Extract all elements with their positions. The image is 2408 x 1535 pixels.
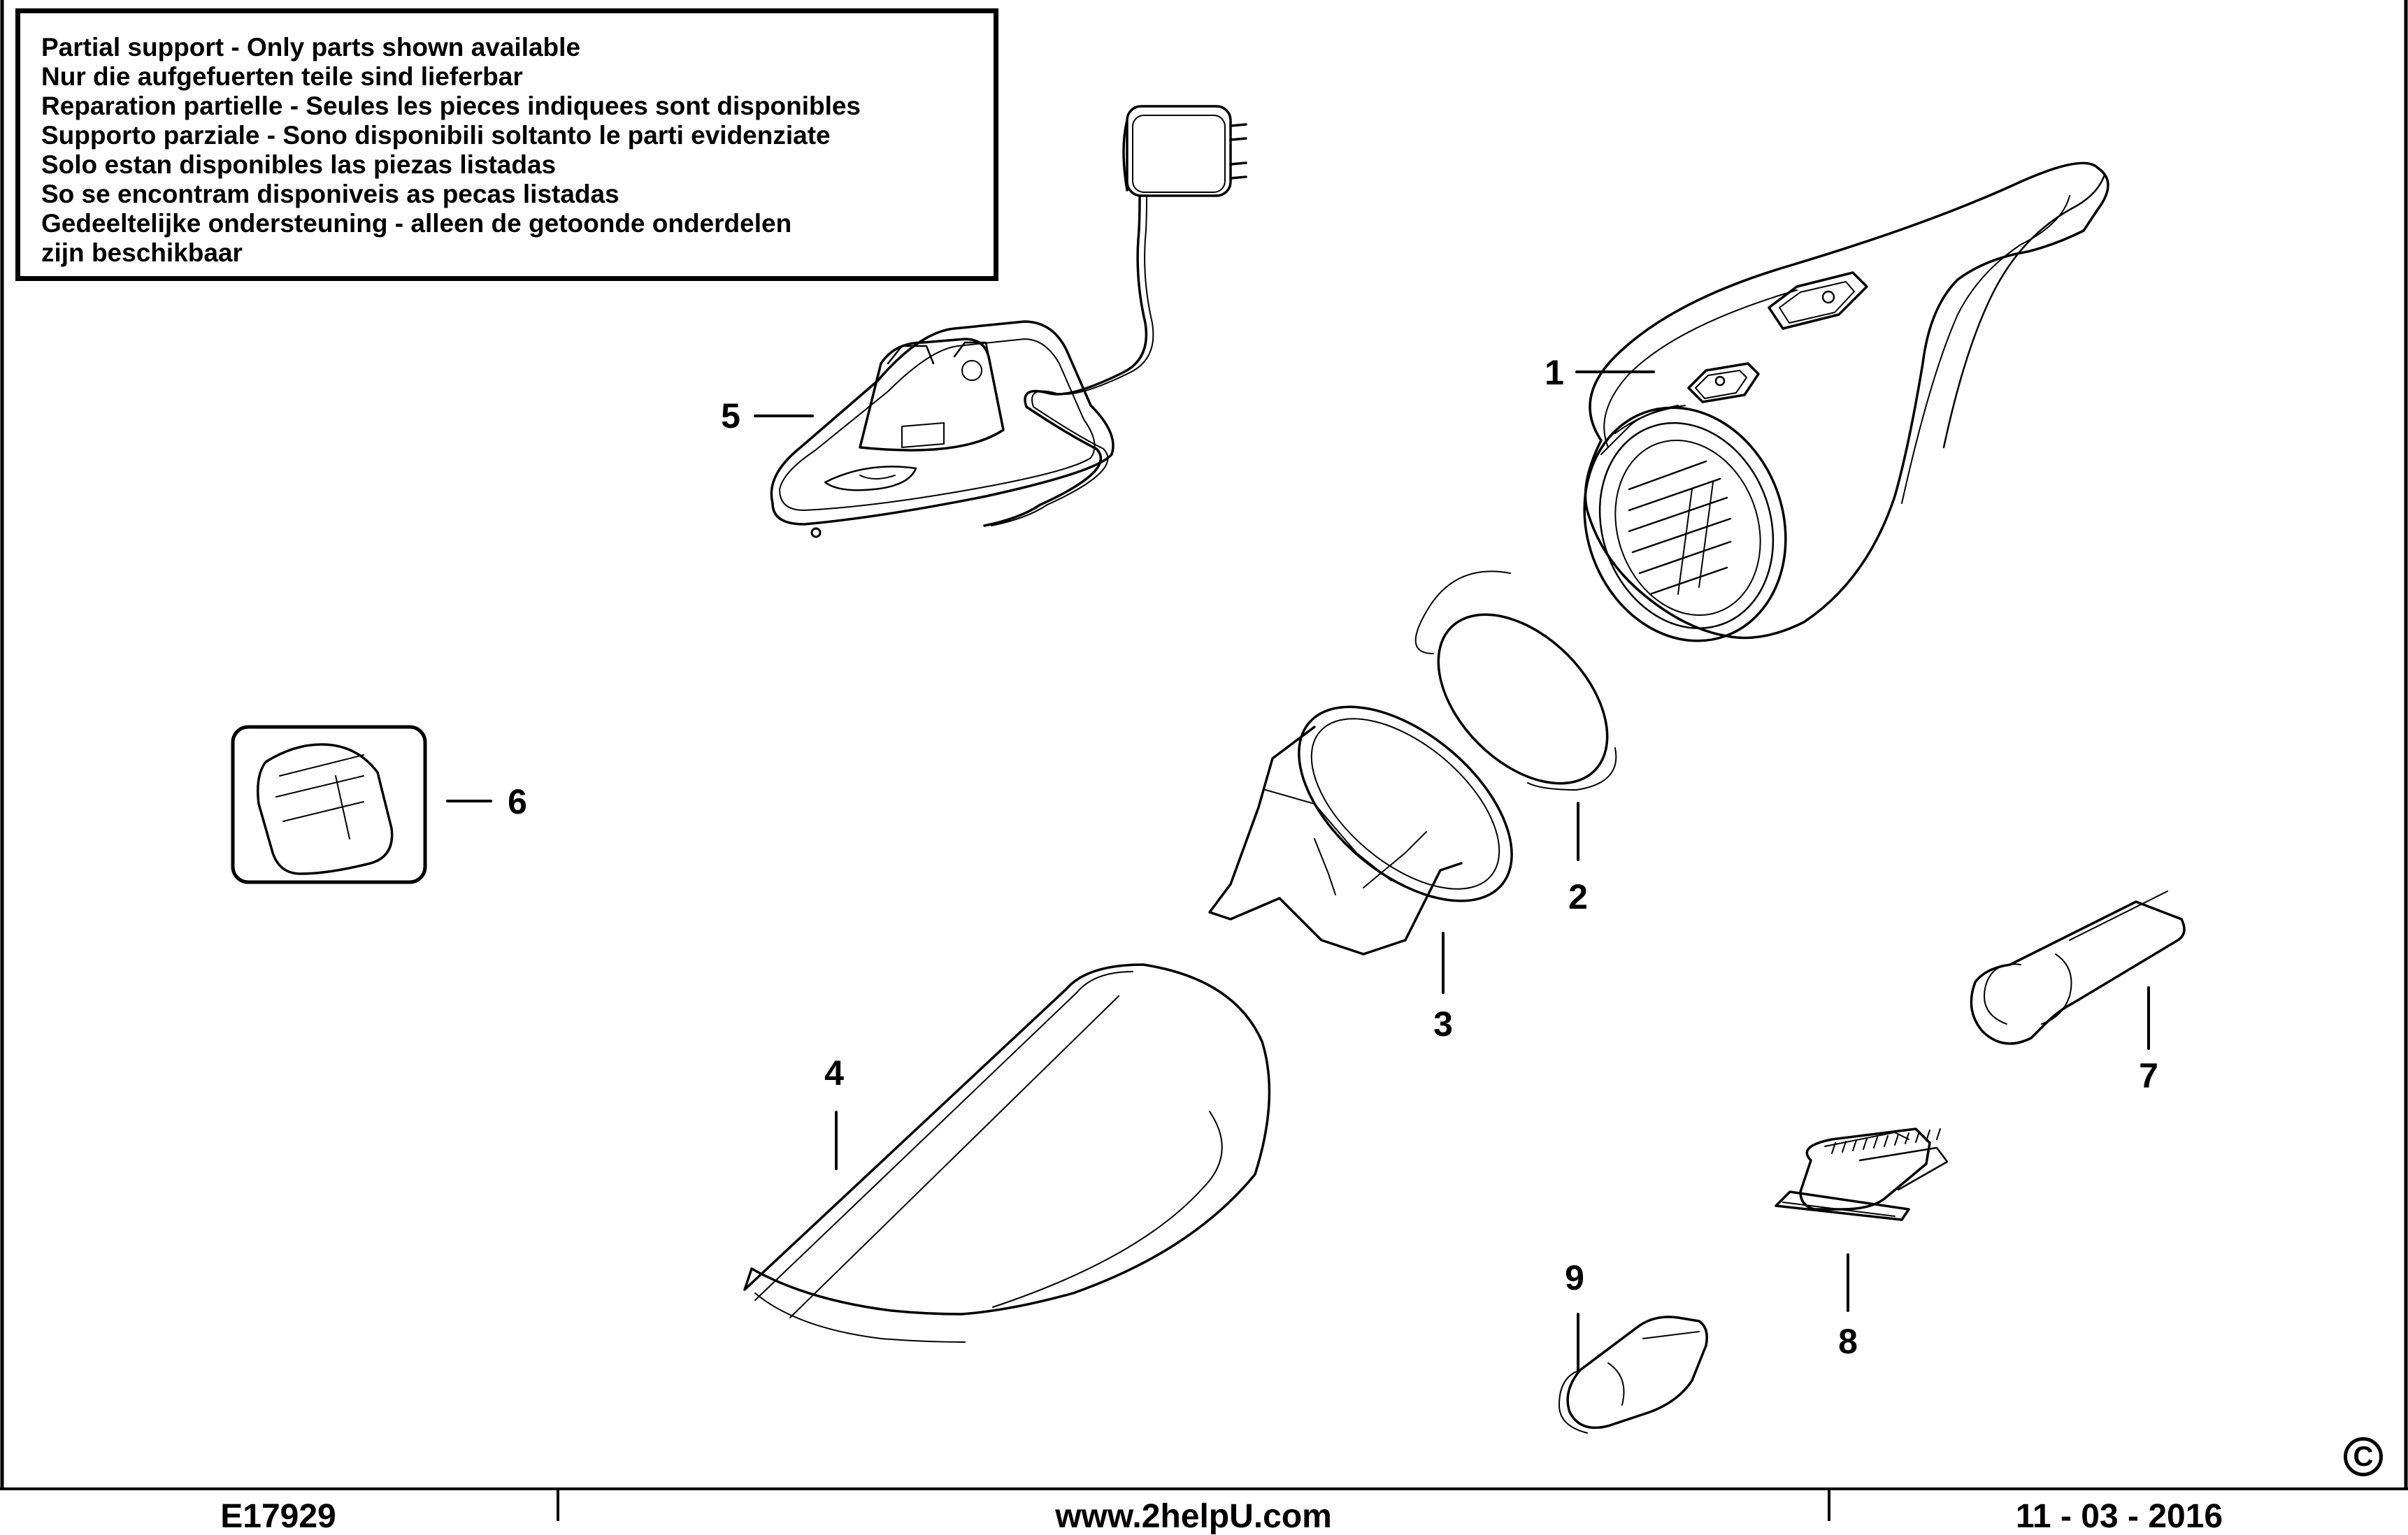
footer-divider <box>557 1490 559 1521</box>
footer-bar: E17929 www.2helpU.com 11 - 03 - 2016 <box>0 1487 2408 1535</box>
notice-line: Partial support - Only parts shown avail… <box>41 33 581 62</box>
callout-number-7: 7 <box>2139 1056 2158 1095</box>
callout-number-2: 2 <box>1568 877 1588 916</box>
crevice-tool-icon <box>1970 891 2186 1045</box>
notice-line: So se encontram disponiveis as pecas lis… <box>41 180 619 208</box>
callout-number-1: 1 <box>1545 353 1564 392</box>
drawing-code: E17929 <box>220 1498 336 1535</box>
callout-number-8: 8 <box>1838 1322 1858 1361</box>
notice-line: zijn beschikbaar <box>41 238 243 267</box>
partial-support-notice: Partial support - Only parts shown avail… <box>15 8 998 281</box>
callout-number-4: 4 <box>824 1053 844 1093</box>
callout-number-6: 6 <box>508 782 527 821</box>
bowl-icon <box>743 963 1271 1343</box>
notice-line: Solo estan disponibles las piezas listad… <box>41 150 557 179</box>
notice-line: Nur die aufgefuerten teile sind lieferba… <box>41 62 523 91</box>
brush-tool-icon <box>1775 1127 1949 1221</box>
footer-divider <box>1828 1490 1830 1521</box>
callout-number-3: 3 <box>1433 1004 1453 1044</box>
filter-icon <box>1414 570 1617 791</box>
drawing-date: 11 - 03 - 2016 <box>2015 1498 2223 1535</box>
notice-line: Gedeeltelijke ondersteuning - alleen de … <box>41 209 792 238</box>
hand-vacuum-icon <box>1583 161 2109 642</box>
notice-line: Reparation partielle - Seules les pieces… <box>41 92 861 120</box>
nozzle-tool-icon <box>1558 1316 1708 1434</box>
notice-line: Supporto parziale - Sono disponibili sol… <box>41 121 831 150</box>
spare-filter-pack-icon <box>231 725 427 884</box>
copyright-icon: C <box>2344 1437 2383 1476</box>
filter-housing-icon <box>1208 705 1513 956</box>
callout-number-9: 9 <box>1565 1258 1584 1297</box>
website-link[interactable]: www.2helpU.com <box>1055 1498 1332 1535</box>
callout-number-5: 5 <box>721 396 740 435</box>
charging-base-icon <box>770 320 1115 538</box>
charger-adapter-icon <box>983 105 1247 527</box>
